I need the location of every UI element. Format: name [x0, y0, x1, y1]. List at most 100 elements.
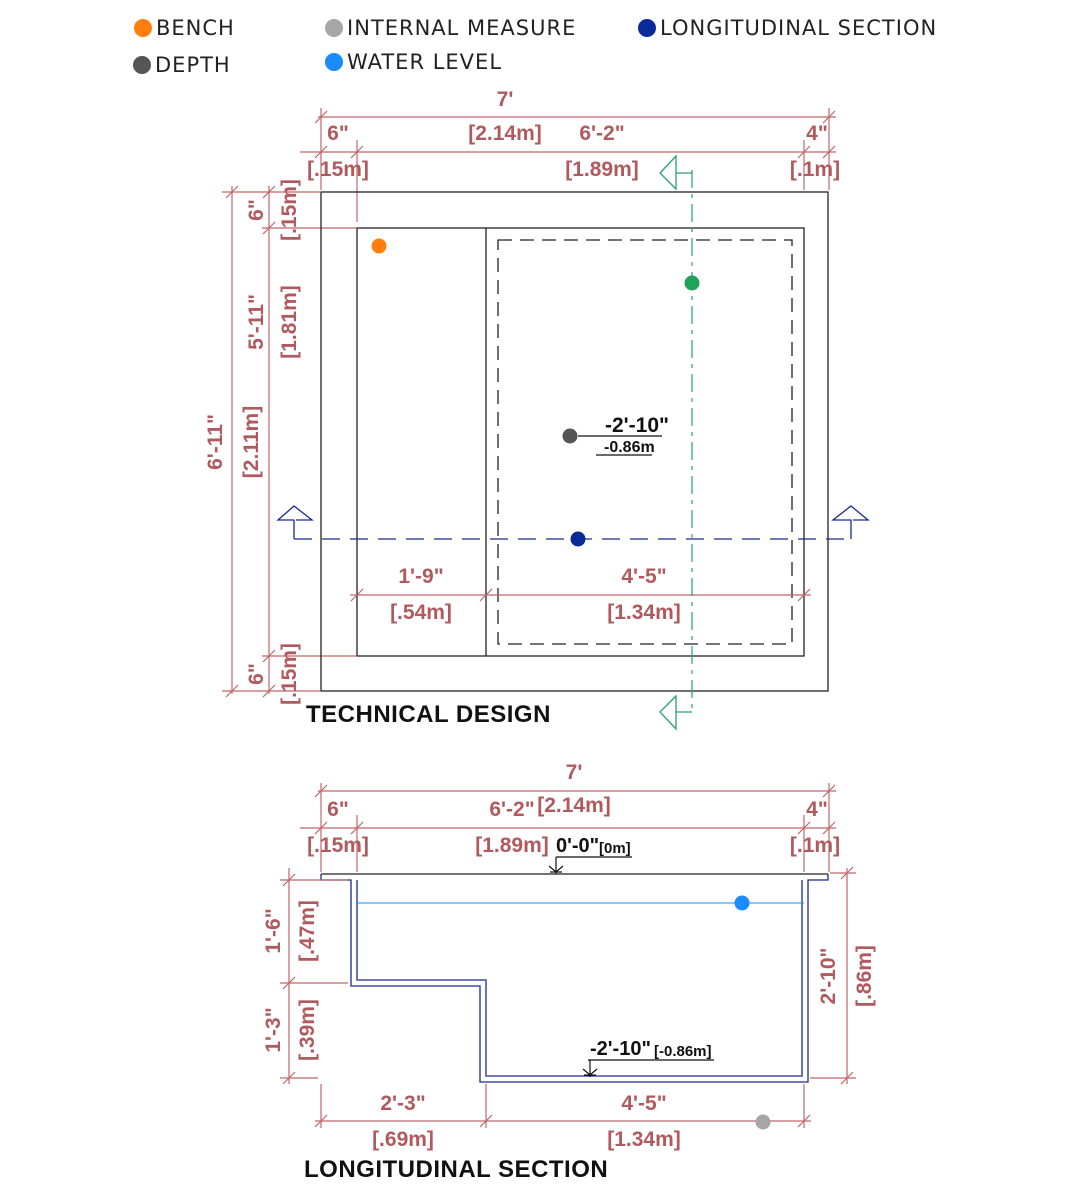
section-total-depth-ft: 2'-10" — [817, 948, 840, 1005]
plan-tick — [822, 145, 836, 159]
legend-depth: DEPTH — [133, 53, 231, 77]
plan-title: TECHNICAL DESIGN — [306, 701, 551, 728]
plan-overall-height-m: [2.11m] — [240, 406, 263, 478]
section-pool-outer-profile — [320, 874, 829, 1083]
section-internal-measure-marker — [755, 1114, 771, 1130]
plan-tick — [225, 185, 239, 199]
section-overall-width-ft: 7' — [566, 761, 583, 784]
plan-right-wall-ft: 4" — [806, 122, 828, 145]
legend-longitudinal-section-dot — [638, 19, 656, 37]
section-deep-length-ft: 4'-5" — [621, 1092, 666, 1115]
plan-tick — [225, 684, 239, 698]
legend-longitudinal-section-label: LONGITUDINAL SECTION — [660, 16, 938, 40]
plan-tick — [822, 110, 836, 124]
section-arrow-bottom-icon — [659, 694, 692, 731]
plan-tick — [350, 588, 364, 602]
plan-bench-width-m: [.54m] — [390, 601, 452, 624]
plan-top-wall-ft: 6" — [245, 199, 268, 221]
legend-depth-label: DEPTH — [155, 53, 231, 77]
section-overall-width-m: [2.14m] — [537, 794, 611, 817]
section-tick — [314, 1114, 328, 1128]
section-top-level-m: [0m] — [599, 840, 631, 857]
section-title: LONGITUDINAL SECTION — [304, 1156, 608, 1183]
section-tick — [840, 1071, 854, 1085]
plan-pool-width-m: [1.89m] — [565, 158, 639, 181]
section-tick — [797, 1114, 811, 1128]
section-bottom-level-icon — [582, 1060, 598, 1077]
plan-bottom-wall-ft: 6" — [245, 663, 268, 685]
plan-tick — [262, 649, 276, 663]
legend-bench: BENCH — [134, 16, 235, 40]
plan-tick — [479, 588, 493, 602]
plan-bench-width-ft: 1'-9" — [398, 565, 443, 588]
section-right-wall-ft: 4" — [806, 798, 828, 821]
plan-outer-wall — [320, 191, 829, 692]
legend-water-level: WATER LEVEL — [325, 50, 502, 74]
legend-bench-label: BENCH — [156, 16, 235, 40]
plan-top-wall-m: [.15m] — [278, 179, 301, 241]
plan-deep-width-ft: 4'-5" — [621, 565, 666, 588]
section-bottom-level-m: [-0.86m] — [654, 1043, 712, 1060]
plan-bottom-wall-m: [.15m] — [278, 643, 301, 705]
section-tick — [282, 976, 296, 990]
section-water-level-marker — [734, 895, 750, 911]
section-deep-length-m: [1.34m] — [607, 1128, 681, 1151]
section-tick — [282, 1071, 296, 1085]
section-pool-width-ft: 6'-2" — [489, 798, 534, 821]
plan-tick — [314, 110, 328, 124]
section-bench-length-m: [.69m] — [372, 1128, 434, 1151]
plan-left-wall-ft: 6" — [327, 122, 349, 145]
plan-tick — [797, 588, 811, 602]
section-arrow-top-icon — [659, 154, 692, 191]
plan-tick — [262, 221, 276, 235]
plan-tick — [314, 145, 328, 159]
section-view: 7' [2.14m] 6" [.15m] 6'-2" [1.89m] 4" [.… — [262, 761, 876, 1183]
legend-longitudinal-section: LONGITUDINAL SECTION — [638, 16, 937, 40]
plan-deep-zone — [497, 239, 793, 645]
plan-overall-width-m: [2.14m] — [468, 122, 542, 145]
plan-section-marker — [684, 275, 700, 291]
legend: BENCH DEPTH INTERNAL MEASURE WATER LEVEL… — [0, 0, 1080, 90]
plan-overall-width-ft: 7' — [497, 88, 514, 111]
plan-tick — [350, 145, 364, 159]
plan-deep-width-m: [1.34m] — [607, 601, 681, 624]
plan-left-wall-m: [.15m] — [307, 158, 369, 181]
plan-inner-height-m: [1.81m] — [278, 285, 301, 359]
plan-longitudinal-marker — [570, 531, 586, 547]
section-top-level-icon — [548, 857, 564, 874]
plan-bench-marker — [371, 238, 387, 254]
section-tick — [282, 873, 296, 887]
section-total-depth-m: [.86m] — [853, 945, 876, 1007]
legend-bench-dot — [134, 19, 152, 37]
plan-view: 7' [2.14m] 6" [.15m] 6'-2" [1.89m] 4" [.… — [204, 88, 870, 731]
section-step-depth-m: [.39m] — [296, 999, 319, 1061]
legend-internal-measure: INTERNAL MEASURE — [325, 16, 576, 40]
section-bench-depth-ft: 1'-6" — [262, 908, 285, 953]
section-tick — [822, 821, 836, 835]
plan-overall-height-ft: 6'-11" — [204, 414, 227, 470]
plan-pool-width-ft: 6'-2" — [579, 122, 624, 145]
plan-depth-m: -0.86m — [604, 439, 655, 456]
section-tick — [479, 1114, 493, 1128]
legend-internal-measure-dot — [325, 19, 343, 37]
plan-inner-height-ft: 5'-11" — [245, 294, 268, 350]
plan-tick — [262, 185, 276, 199]
section-arrow-left-icon — [276, 505, 314, 539]
plan-depth-ft: -2'-10" — [605, 414, 669, 437]
legend-internal-measure-label: INTERNAL MEASURE — [347, 16, 577, 40]
section-arrow-right-icon — [831, 505, 870, 539]
section-pool-width-m: [1.89m] — [475, 834, 549, 857]
section-bottom-level-ft: -2'-10" — [590, 1038, 651, 1060]
section-top-level-ft: 0'-0" — [556, 835, 599, 857]
plan-tick — [262, 684, 276, 698]
section-left-wall-ft: 6" — [327, 798, 349, 821]
section-tick — [350, 821, 364, 835]
legend-water-level-label: WATER LEVEL — [347, 50, 503, 74]
legend-depth-dot — [133, 56, 151, 74]
section-tick — [797, 821, 811, 835]
section-bench-depth-m: [.47m] — [296, 900, 319, 962]
section-right-wall-m: [.1m] — [790, 834, 840, 857]
plan-tick — [797, 145, 811, 159]
section-tick — [840, 866, 854, 880]
